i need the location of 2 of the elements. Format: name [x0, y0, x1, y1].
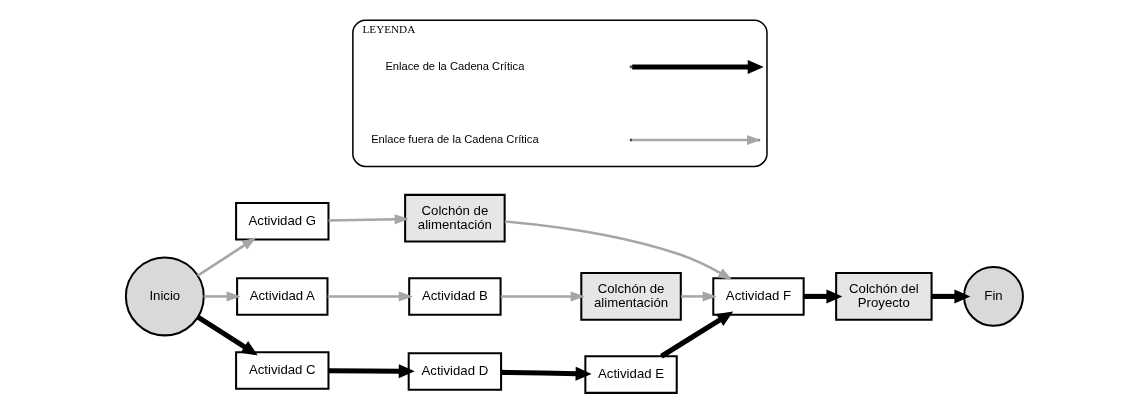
legend-label: Enlace de la Cadena Crítica [384, 59, 524, 72]
legend-label: Enlace fuera de la Cadena Crítica [370, 132, 539, 145]
